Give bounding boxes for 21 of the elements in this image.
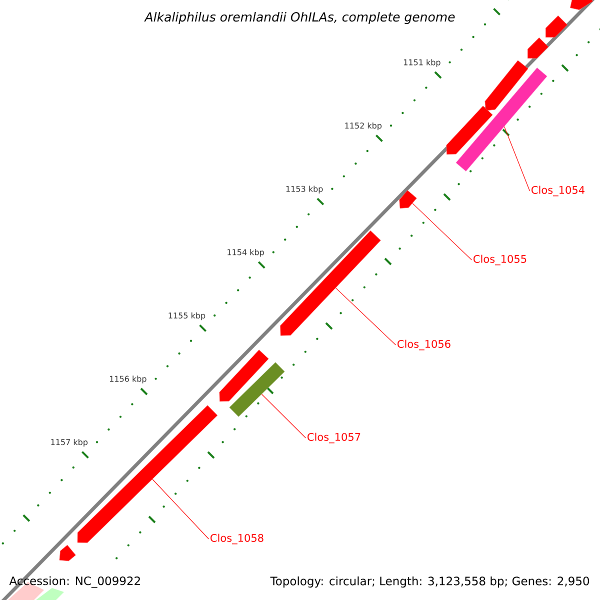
gene-label: Clos_1054 (532, 186, 584, 196)
accession-label: Accession: NC_009922 (9, 576, 140, 588)
leader-line (412, 203, 472, 260)
leader-line (261, 394, 306, 438)
gene-feature (399, 190, 417, 208)
title: Alkaliphilus oremlandii OhILAs, complete genome (144, 12, 455, 24)
position-label: 1155 kbp (168, 312, 206, 320)
gene-bar (456, 68, 548, 172)
gene-label: Clos_1057 (308, 432, 360, 444)
position-label: 1153 kbp (286, 186, 323, 194)
gene-label: Clos_1058 (210, 534, 264, 544)
gene-bar (229, 362, 285, 417)
leader-line (335, 288, 396, 346)
gene-label: Clos_1055 (474, 254, 526, 266)
position-label: 1157 kbp (51, 438, 88, 447)
gene-label: Clos_1056 (398, 340, 450, 350)
leader-line (152, 478, 210, 540)
position-label: 1152 kbp (345, 122, 382, 130)
gene-feature (280, 230, 381, 336)
leader-line (504, 126, 530, 192)
genome-info-label: Topology: circular; Length: 3,123,558 bp; Genes: 2,950 (270, 576, 590, 588)
